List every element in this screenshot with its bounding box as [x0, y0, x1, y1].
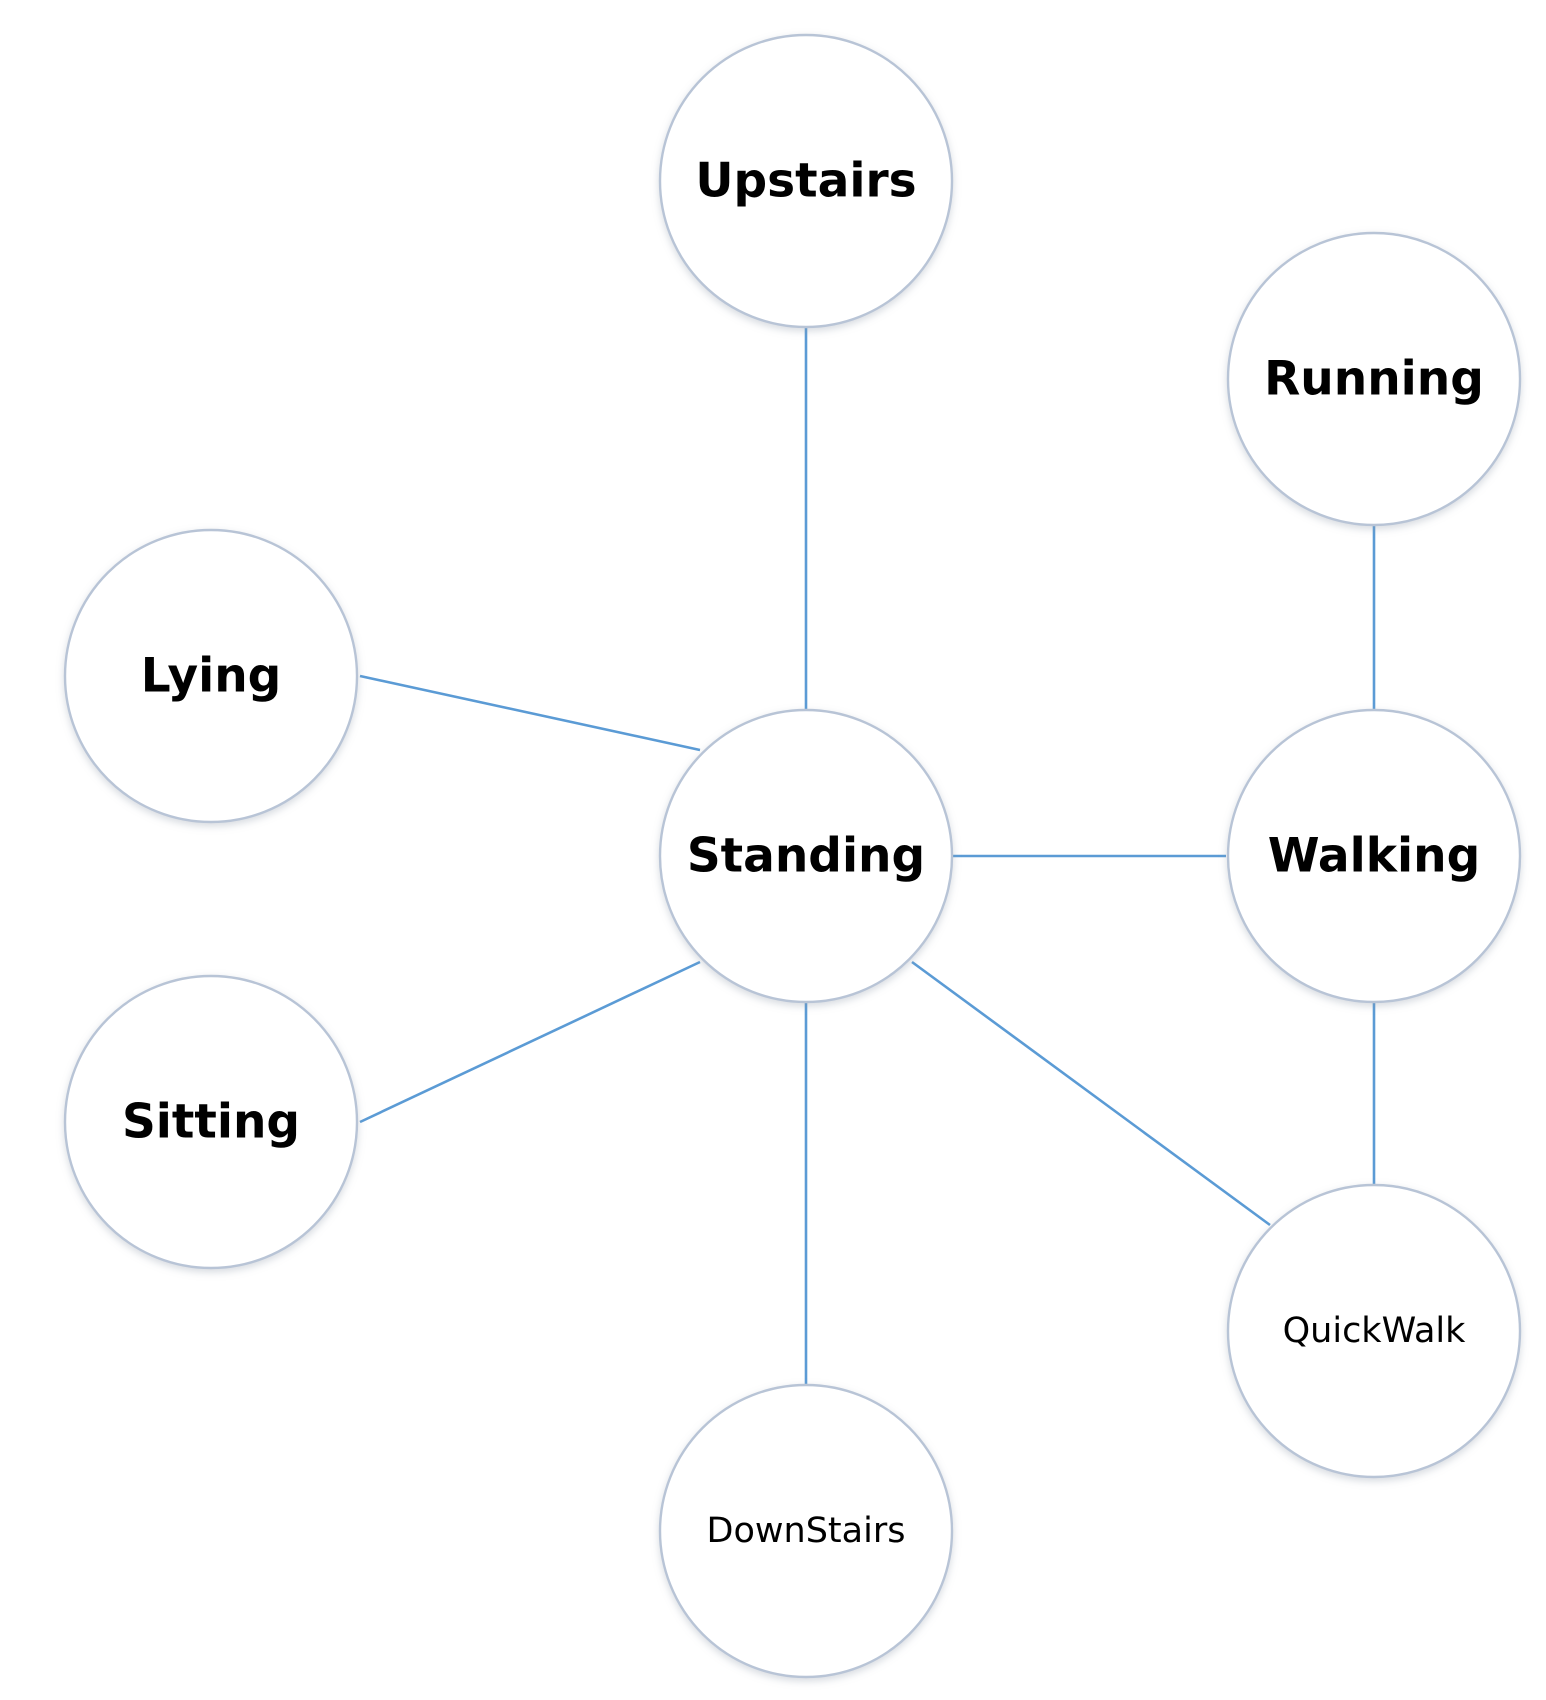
node-running-label: Running: [1264, 352, 1484, 407]
node-lying-circle: [63, 528, 359, 824]
node-downstairs-circle: [658, 1383, 954, 1679]
node-quickwalk-label: QuickWalk: [1283, 1311, 1467, 1351]
node-lying: Lying: [63, 528, 359, 824]
node-sitting-label: Sitting: [122, 1095, 300, 1150]
node-sitting: Sitting: [63, 974, 359, 1270]
node-standing-circle: [658, 708, 954, 1004]
node-standing: Standing: [658, 708, 954, 1004]
node-quickwalk: QuickWalk: [1226, 1183, 1522, 1479]
edge-standing-quickwalk: [911, 960, 1271, 1227]
node-upstairs-label: Upstairs: [695, 154, 916, 209]
node-walking: Walking: [1226, 708, 1522, 1004]
node-sitting-circle: [63, 974, 359, 1270]
node-running-circle: [1226, 231, 1522, 527]
node-standing-label: Standing: [687, 829, 925, 884]
node-upstairs-circle: [658, 33, 954, 329]
node-lying-label: Lying: [141, 649, 282, 704]
node-running: Running: [1226, 231, 1522, 527]
node-downstairs: DownStairs: [658, 1383, 954, 1679]
node-quickwalk-circle: [1226, 1183, 1522, 1479]
node-walking-circle: [1226, 708, 1522, 1004]
edge-standing-lying: [359, 674, 701, 752]
node-upstairs: Upstairs: [658, 33, 954, 329]
edge-standing-sitting: [359, 960, 701, 1124]
node-downstairs-label: DownStairs: [707, 1511, 906, 1551]
edges-layer: [359, 328, 1376, 1384]
nodes-layer: Upstairs Running Lying Standing Walking …: [63, 33, 1522, 1679]
node-walking-label: Walking: [1268, 829, 1480, 884]
